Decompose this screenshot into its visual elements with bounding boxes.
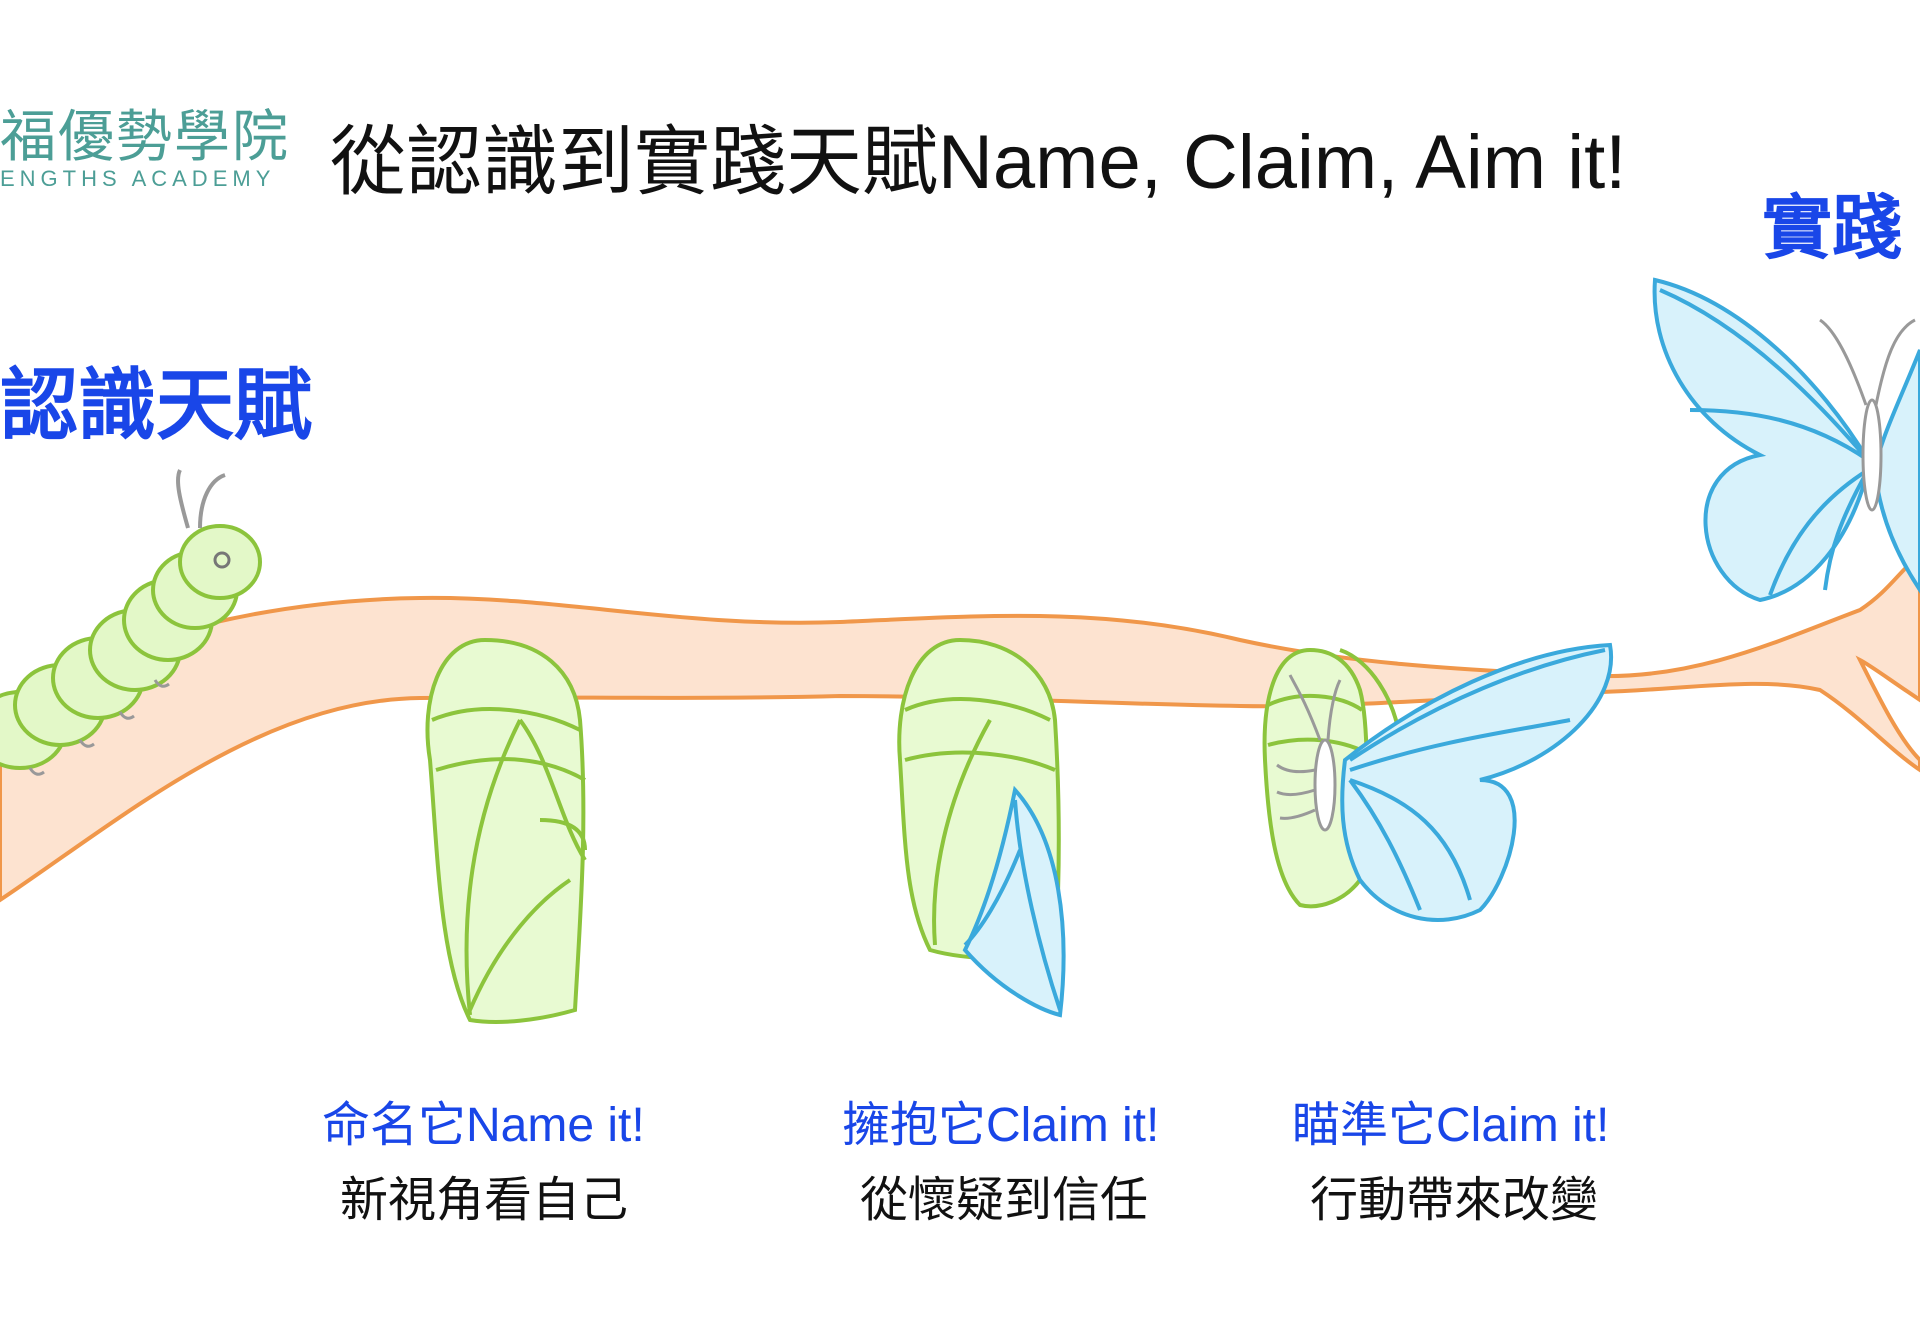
caterpillar	[0, 469, 262, 776]
chrysalis-1	[425, 637, 587, 1024]
stage-1-title: 命名它Name it!	[322, 1099, 645, 1152]
left-label: 認識天賦	[0, 361, 313, 451]
right-label: 實踐	[1762, 187, 1902, 269]
butterfly	[1652, 277, 1920, 603]
stage-2-desc: 從懷疑到信任	[860, 1174, 1149, 1227]
stage-2-title: 擁抱它Claim it!	[842, 1099, 1160, 1152]
chrysalis-3	[1262, 642, 1614, 922]
page-title: 從認識到實踐天賦Name, Claim, Aim it!	[330, 120, 1627, 205]
stage-3-desc: 行動帶來改變	[1310, 1174, 1599, 1227]
chrysalis-2	[897, 637, 1066, 1018]
stage-3-title: 瞄準它Claim it!	[1292, 1099, 1610, 1152]
logo-english: ENGTHS ACADEMY	[0, 166, 276, 191]
logo-chinese: 福優勢學院	[0, 105, 290, 170]
stage-1-desc: 新視角看自己	[340, 1174, 629, 1227]
